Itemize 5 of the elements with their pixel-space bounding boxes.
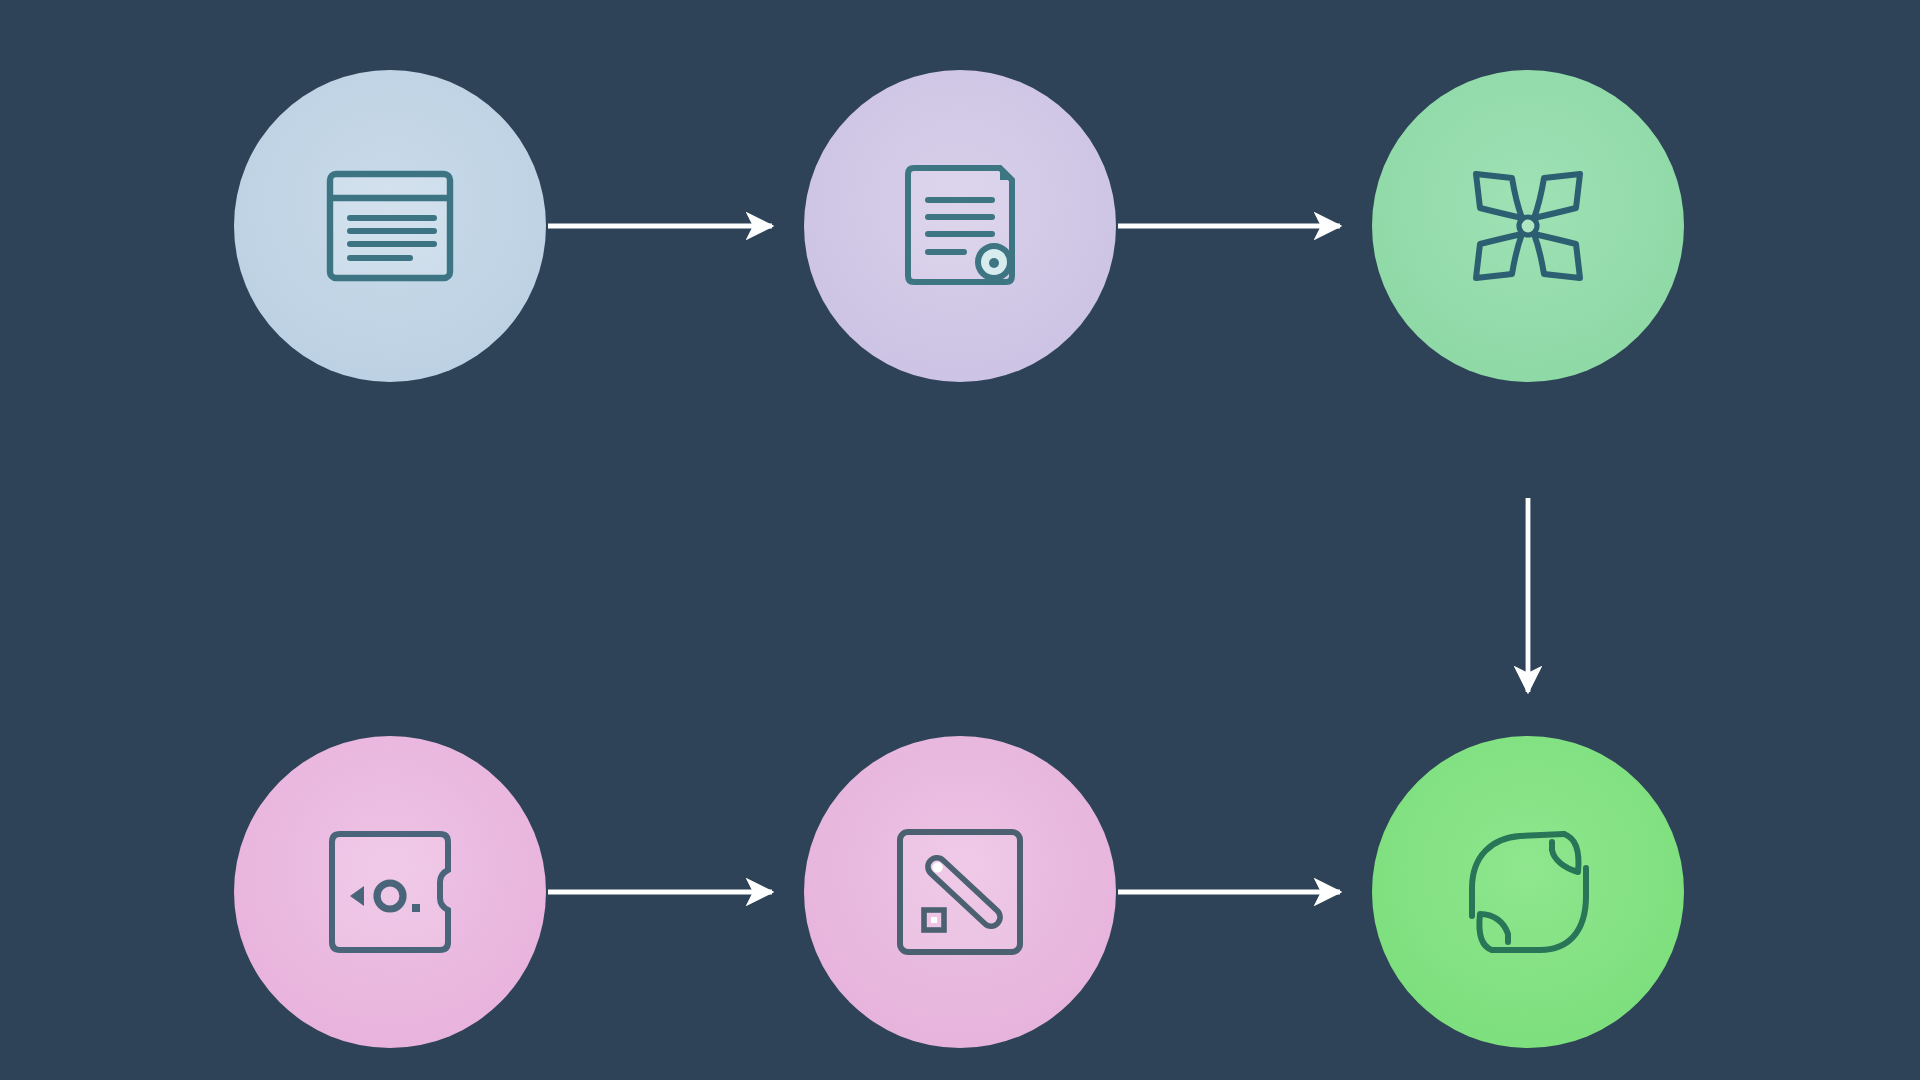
arrow [1118,211,1343,241]
arrow [1513,498,1543,695]
arrow [1118,877,1343,907]
arrow [548,877,775,907]
arrow [548,211,775,241]
